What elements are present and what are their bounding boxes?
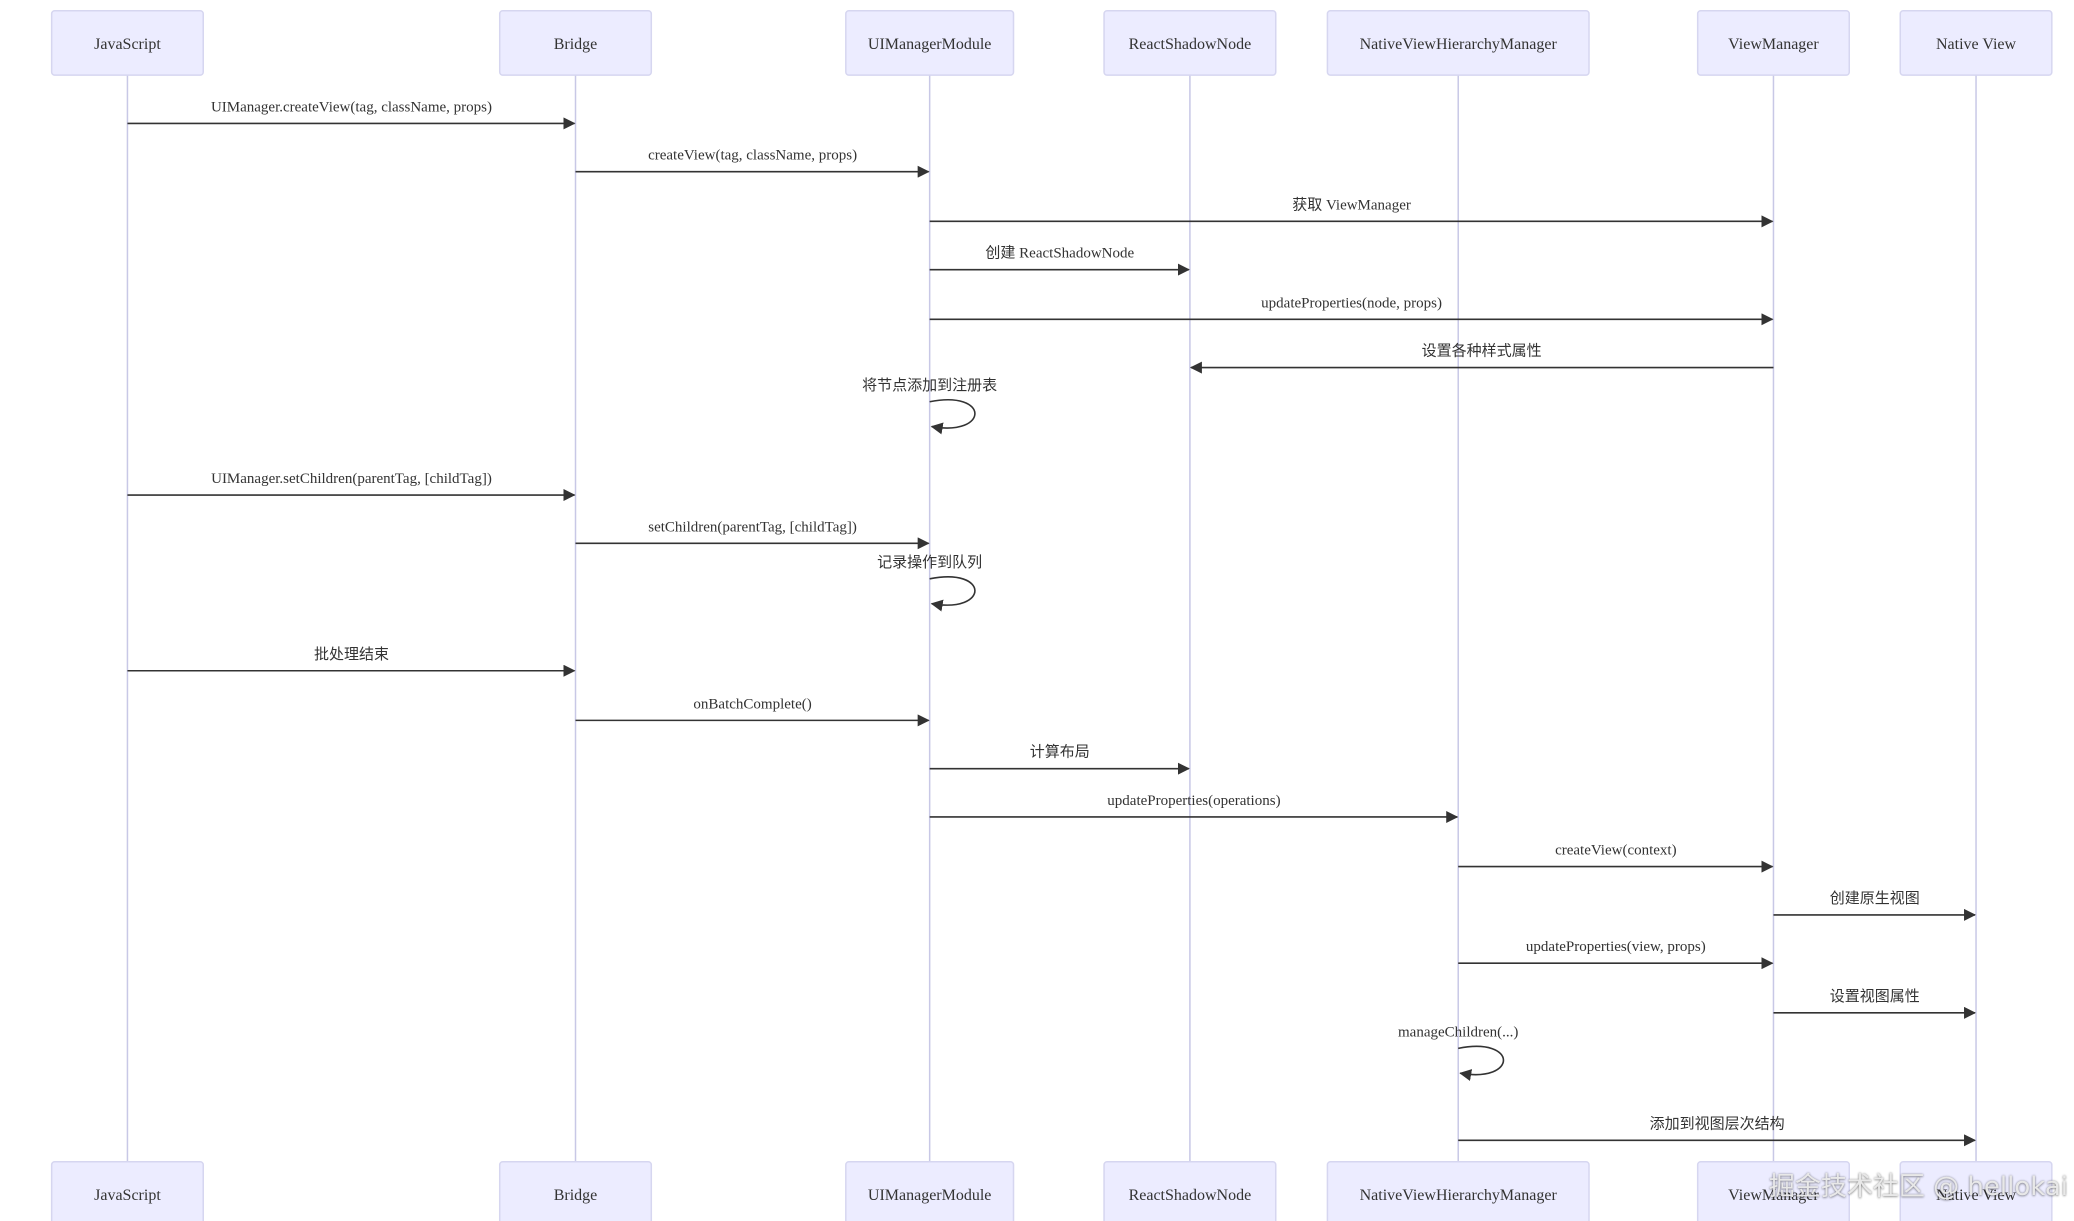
- self-message-arrow: [929, 399, 976, 435]
- message-label: 添加到视图层次结构: [1650, 1115, 1785, 1132]
- actor-label: ReactShadowNode: [1129, 36, 1252, 53]
- message-label: UIManager.createView(tag, className, pro…: [211, 99, 492, 115]
- message-5: updateProperties(node, props): [929, 295, 1774, 326]
- actor-nvhm-bottom: NativeViewHierarchyManager: [1326, 1160, 1590, 1221]
- message-14: updateProperties(operations): [929, 793, 1459, 823]
- actor-label: UIManagerModule: [868, 36, 992, 53]
- message-12: onBatchComplete(): [575, 696, 930, 727]
- actor-label: ViewManager: [1728, 36, 1819, 53]
- actor-label: ReactShadowNode: [1129, 1187, 1252, 1204]
- actor-box: [1103, 1160, 1277, 1221]
- message-9: setChildren(parentTag, [childTag]): [575, 519, 930, 550]
- actor-js-top: JavaScript: [50, 9, 204, 76]
- message-1: UIManager.createView(tag, className, pro…: [127, 99, 576, 130]
- actor-boxes: JavaScriptJavaScriptBridgeBridgeUIManage…: [50, 9, 2053, 1221]
- message-8: UIManager.setChildren(parentTag, [childT…: [127, 471, 576, 502]
- message-label: 获取 ViewManager: [1292, 196, 1411, 213]
- actor-js-bottom: JavaScript: [50, 1160, 204, 1221]
- actor-bridge-bottom: Bridge: [498, 1160, 653, 1221]
- actor-box: [1696, 1160, 1851, 1221]
- message-label: 设置各种样式属性: [1422, 343, 1542, 360]
- actor-box: [1899, 1160, 2053, 1221]
- actor-rsn-top: ReactShadowNode: [1103, 9, 1277, 76]
- actor-label: NativeViewHierarchyManager: [1360, 1187, 1558, 1204]
- message-label: createView(context): [1555, 843, 1677, 859]
- message-2: createView(tag, className, props): [575, 148, 930, 178]
- actor-bridge-top: Bridge: [498, 9, 653, 76]
- actor-box: [1326, 9, 1590, 76]
- actor-label: JavaScript: [94, 1187, 161, 1204]
- actor-label: ViewManager: [1728, 1187, 1819, 1204]
- actor-uim-bottom: UIManagerModule: [845, 1160, 1015, 1221]
- actor-box: [498, 1160, 653, 1221]
- message-label: setChildren(parentTag, [childTag]): [648, 519, 857, 535]
- message-label: onBatchComplete(): [693, 696, 811, 712]
- message-label: 将节点添加到注册表: [862, 377, 997, 394]
- actor-nvhm-top: NativeViewHierarchyManager: [1326, 9, 1590, 76]
- message-7: 将节点添加到注册表: [862, 377, 997, 435]
- message-3: 获取 ViewManager: [929, 196, 1774, 228]
- message-16: 创建原生视图: [1773, 890, 1977, 921]
- message-label: 计算布局: [1030, 743, 1090, 761]
- actor-box: [50, 9, 204, 76]
- actor-box: [1899, 9, 2053, 76]
- actor-uim-top: UIManagerModule: [845, 9, 1015, 76]
- self-message-arrow: [929, 576, 976, 612]
- message-label: updateProperties(view, props): [1526, 939, 1706, 955]
- message-label: 创建 ReactShadowNode: [985, 245, 1134, 262]
- actor-label: Native View: [1936, 1187, 2017, 1204]
- actor-rsn-bottom: ReactShadowNode: [1103, 1160, 1277, 1221]
- message-4: 创建 ReactShadowNode: [929, 245, 1190, 276]
- lifelines: [126, 75, 1977, 1162]
- messages: UIManager.createView(tag, className, pro…: [127, 99, 1977, 1147]
- actor-label: JavaScript: [94, 36, 161, 53]
- message-label: UIManager.setChildren(parentTag, [childT…: [211, 471, 492, 487]
- actor-vm-top: ViewManager: [1696, 9, 1851, 76]
- message-10: 记录操作到队列: [877, 554, 982, 612]
- message-label: updateProperties(node, props): [1261, 295, 1442, 311]
- self-message-arrow: [1458, 1045, 1505, 1081]
- message-15: createView(context): [1458, 843, 1774, 873]
- message-6: 设置各种样式属性: [1189, 343, 1774, 374]
- message-19: manageChildren(...): [1398, 1024, 1518, 1081]
- actor-box: [845, 9, 1015, 76]
- actor-box: [1696, 9, 1851, 76]
- message-13: 计算布局: [929, 743, 1190, 775]
- message-11: 批处理结束: [127, 646, 576, 677]
- actor-box: [50, 1160, 204, 1221]
- actor-label: NativeViewHierarchyManager: [1360, 36, 1558, 53]
- actor-box: [1326, 1160, 1590, 1221]
- message-label: manageChildren(...): [1398, 1024, 1518, 1040]
- message-label: createView(tag, className, props): [648, 148, 857, 164]
- actor-box: [845, 1160, 1015, 1221]
- message-label: 批处理结束: [314, 646, 389, 663]
- message-20: 添加到视图层次结构: [1458, 1115, 1977, 1147]
- actor-nv-bottom: Native View: [1899, 1160, 2053, 1221]
- message-label: 创建原生视图: [1830, 890, 1920, 907]
- actor-label: UIManagerModule: [868, 1187, 992, 1204]
- actor-label: Bridge: [554, 1187, 598, 1204]
- actor-label: Native View: [1936, 36, 2017, 53]
- message-label: 记录操作到队列: [877, 554, 982, 571]
- actor-box: [498, 9, 653, 76]
- message-label: updateProperties(operations): [1107, 793, 1280, 809]
- message-label: 设置视图属性: [1830, 988, 1920, 1005]
- message-18: 设置视图属性: [1773, 988, 1977, 1019]
- watermark: 掘金技术社区 @ hellokai: [1768, 1172, 2068, 1202]
- actor-vm-bottom: ViewManager: [1696, 1160, 1851, 1221]
- actor-label: Bridge: [554, 36, 598, 53]
- message-17: updateProperties(view, props): [1458, 939, 1774, 970]
- actor-box: [1103, 9, 1277, 76]
- actor-nv-top: Native View: [1899, 9, 2053, 76]
